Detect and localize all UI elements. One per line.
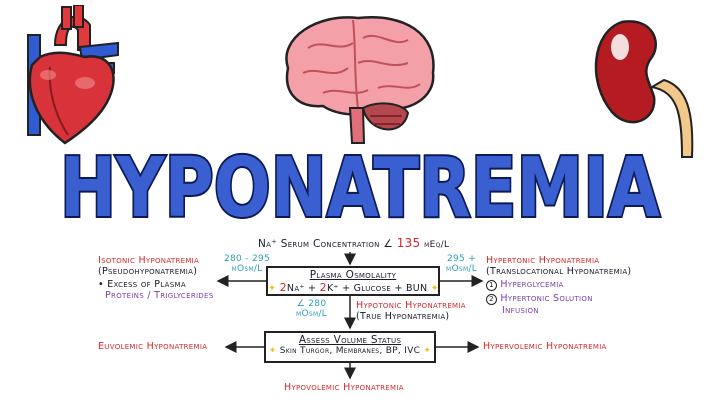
hypertonic-range-value: 295 +	[447, 254, 477, 264]
na-unit: mEq/L	[424, 240, 450, 250]
na-serum-concentration: Na⁺ Serum Concentration ∠ 135 mEq/L	[258, 236, 449, 250]
hypertonic-title: Hypertonic Hyponatremia	[486, 255, 600, 266]
formula-rest: K⁺ + Glucose + BUN	[326, 283, 428, 294]
page-title: HYPONATREMIA	[60, 150, 660, 230]
formula-coef-k: 2	[319, 281, 327, 294]
isotonic-range: 280 - 295 mOsm/L	[224, 254, 270, 274]
isotonic-branch: Isotonic Hyponatremia (Pseudohyponatremi…	[98, 255, 214, 301]
hypotonic-subtitle: (True Hyponatremia)	[356, 311, 450, 322]
star-icon: ✦	[268, 346, 277, 356]
hypovolemic-label: Hypovolemic Hyponatremia	[284, 382, 404, 393]
less-than-symbol: ∠	[383, 238, 394, 250]
star-icon: ✦	[423, 346, 432, 356]
na-threshold-value: 135	[396, 236, 421, 250]
title-container: HYPONATREMIA	[0, 139, 720, 238]
star-icon: ✦	[268, 283, 277, 294]
assess-volume-detail: Skin Turgor, Membranes, BP, IVC	[279, 346, 421, 356]
star-icon: ✦	[430, 283, 440, 294]
formula-coef-na: 2	[279, 281, 287, 294]
hypertonic-item-1: 1 Hyperglycemia	[486, 279, 631, 291]
heart-illustration	[27, 5, 119, 145]
hypertonic-range-unit: mOsm/L	[446, 264, 478, 274]
hypervolemic-label: Hypervolemic Hyponatremia	[483, 341, 607, 352]
brain-illustration	[285, 16, 435, 144]
isotonic-range-unit: mOsm/L	[231, 264, 263, 274]
hypotonic-range-value: ∠ 280	[296, 299, 327, 309]
isotonic-title: Isotonic Hyponatremia	[98, 255, 200, 266]
hypertonic-subtitle: (Translocational Hyponatremia)	[486, 266, 632, 277]
isotonic-bullet-detail: Proteins / Triglycerides	[105, 290, 214, 301]
hypertonic-solution-label-2: Infusion	[502, 305, 539, 316]
hypertonic-item-2: 2 Hypertonic Solution	[486, 293, 631, 305]
hypotonic-branch: Hypotonic Hyponatremia (True Hyponatremi…	[356, 300, 466, 322]
euvolemic-label: Euvolemic Hyponatremia	[98, 341, 208, 352]
hypotonic-title: Hypotonic Hyponatremia	[356, 300, 466, 311]
hypertonic-branch: Hypertonic Hyponatremia (Translocational…	[486, 255, 631, 316]
formula-na: Na⁺ +	[286, 283, 320, 294]
plasma-osmolality-title: Plasma Osmolality	[309, 269, 397, 281]
assess-volume-box: Assess Volume Status ✦ Skin Turgor, Memb…	[264, 331, 436, 363]
isotonic-subtitle: (Pseudohyponatremia)	[98, 266, 198, 277]
isotonic-bullet: • Excess of Plasma	[98, 279, 186, 290]
hyperglycemia-label: Hyperglycemia	[500, 279, 564, 290]
item-number-1: 1	[486, 280, 497, 291]
na-serum-label: Na⁺ Serum Concentration	[258, 238, 380, 250]
plasma-osmolality-box: Plasma Osmolality ✦ 2Na⁺ + 2K⁺ + Glucose…	[266, 266, 440, 296]
plasma-osmolality-formula: ✦ 2Na⁺ + 2K⁺ + Glucose + BUN ✦	[268, 281, 440, 294]
hypertonic-solution-label: Hypertonic Solution	[500, 293, 593, 304]
hypertonic-range: 295 + mOsm/L	[446, 254, 477, 274]
hypotonic-range: ∠ 280 mOsm/L	[296, 299, 327, 319]
page-title-svg: HYPONATREMIA	[58, 139, 662, 238]
hypotonic-range-unit: mOsm/L	[296, 309, 328, 319]
assess-volume-detail-row: ✦ Skin Turgor, Membranes, BP, IVC ✦	[266, 346, 434, 356]
kidney-illustration	[594, 20, 694, 158]
assess-volume-title: Assess Volume Status	[298, 334, 402, 346]
isotonic-range-value: 280 - 295	[224, 254, 271, 264]
item-number-2: 2	[486, 294, 497, 305]
